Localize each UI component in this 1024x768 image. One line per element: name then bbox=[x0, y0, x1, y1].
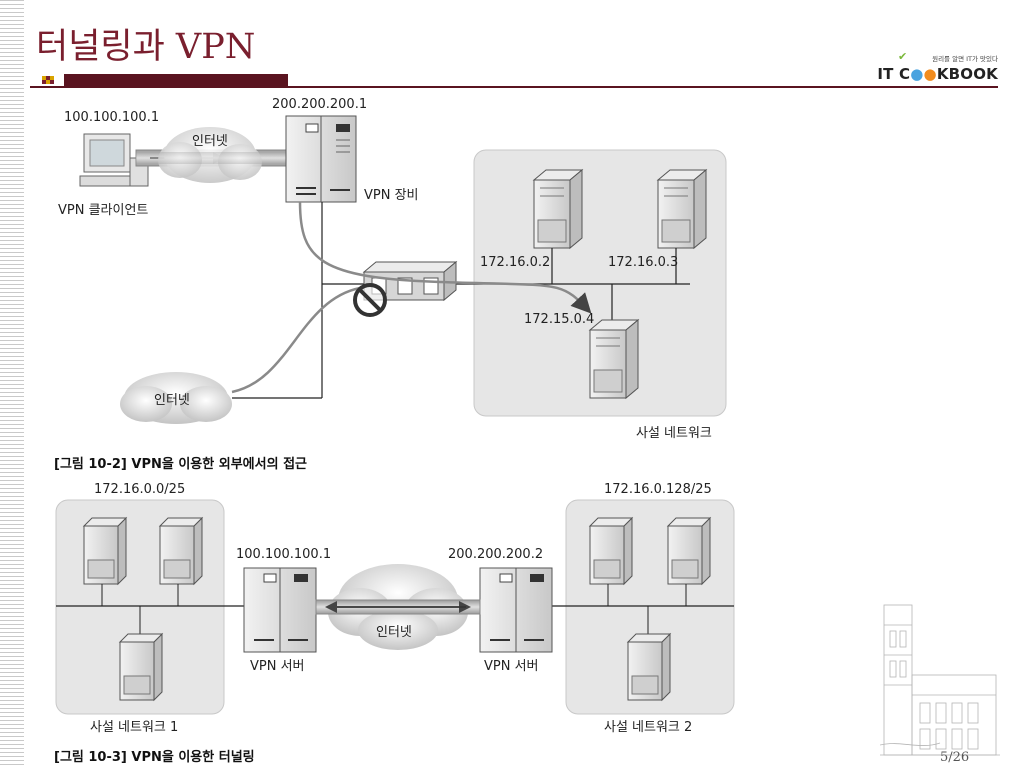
client-ip-label: 100.100.100.1 bbox=[64, 110, 159, 125]
slide-title: 터널링과 VPN bbox=[36, 27, 256, 67]
server-icon bbox=[118, 632, 164, 702]
logo-brand-suffix: KBOOK bbox=[936, 65, 998, 83]
server-c-ip-label: 172.15.0.4 bbox=[524, 312, 594, 327]
server-b-ip-label: 172.16.0.3 bbox=[608, 255, 678, 270]
left-server-ip-label: 100.100.100.1 bbox=[236, 547, 331, 562]
internet-middle-label: 인터넷 bbox=[376, 625, 412, 640]
vpn-client-label: VPN 클라이언트 bbox=[58, 203, 148, 218]
building-watermark-icon bbox=[880, 604, 1000, 756]
server-icon bbox=[532, 168, 584, 250]
title-accent-bar bbox=[64, 74, 288, 87]
server-icon bbox=[588, 516, 634, 586]
logo-o-icon: ● bbox=[910, 65, 924, 83]
left-vpn-server-label: VPN 서버 bbox=[250, 659, 305, 674]
logo-brand-prefix: IT C bbox=[877, 65, 911, 83]
right-vpn-server-label: VPN 서버 bbox=[484, 659, 539, 674]
vpn-device-label: VPN 장비 bbox=[364, 188, 419, 203]
check-icon: ✔ bbox=[898, 50, 908, 63]
server-icon bbox=[588, 318, 640, 400]
server-a-ip-label: 172.16.0.2 bbox=[480, 255, 550, 270]
tunnel-path bbox=[298, 201, 592, 314]
server-icon bbox=[158, 516, 204, 586]
private-network-2-label: 사설 네트워크 2 bbox=[604, 720, 692, 735]
internet-cloud-bottom bbox=[120, 372, 232, 424]
right-subnet-label: 172.16.0.128/25 bbox=[604, 482, 712, 497]
vpn-client-computer-icon bbox=[79, 133, 149, 187]
tunnel-overlay bbox=[136, 152, 308, 164]
private-network-1-label: 사설 네트워크 1 bbox=[90, 720, 178, 735]
logo-tagline: 원리를 알면 IT가 맛있다 bbox=[932, 55, 998, 63]
vpn-server-right-icon bbox=[479, 567, 553, 653]
server-icon bbox=[656, 168, 708, 250]
vpn-device-ip-label: 200.200.200.1 bbox=[272, 97, 367, 112]
internet-bottom-label: 인터넷 bbox=[154, 393, 190, 408]
left-stripe-decoration bbox=[0, 0, 24, 768]
server-icon bbox=[626, 632, 672, 702]
server-icon bbox=[82, 516, 128, 586]
figure2-caption: [그림 10-3] VPN을 이용한 터널링 bbox=[54, 749, 255, 765]
title-underline bbox=[30, 86, 998, 88]
private-network-label: 사설 네트워크 bbox=[636, 426, 712, 441]
it-cookbook-logo: ✔ 원리를 알면 IT가 맛있다 IT C●●KBOOK bbox=[876, 50, 1000, 86]
right-server-ip-label: 200.200.200.2 bbox=[448, 547, 543, 562]
logo-o-icon: ● bbox=[923, 65, 937, 83]
figure1-caption: [그림 10-2] VPN을 이용한 외부에서의 접근 bbox=[54, 456, 307, 472]
bullet-decoration-icon bbox=[42, 76, 54, 84]
blocked-path bbox=[231, 286, 361, 394]
blocked-icon bbox=[353, 283, 387, 317]
left-subnet-label: 172.16.0.0/25 bbox=[94, 482, 185, 497]
vpn-server-left-icon bbox=[243, 567, 317, 653]
vpn-device-icon bbox=[285, 115, 357, 203]
server-icon bbox=[666, 516, 712, 586]
logo-brand: IT C●●KBOOK bbox=[877, 65, 998, 83]
page-number: 5/26 bbox=[940, 750, 970, 765]
internet-top-label: 인터넷 bbox=[192, 134, 228, 149]
